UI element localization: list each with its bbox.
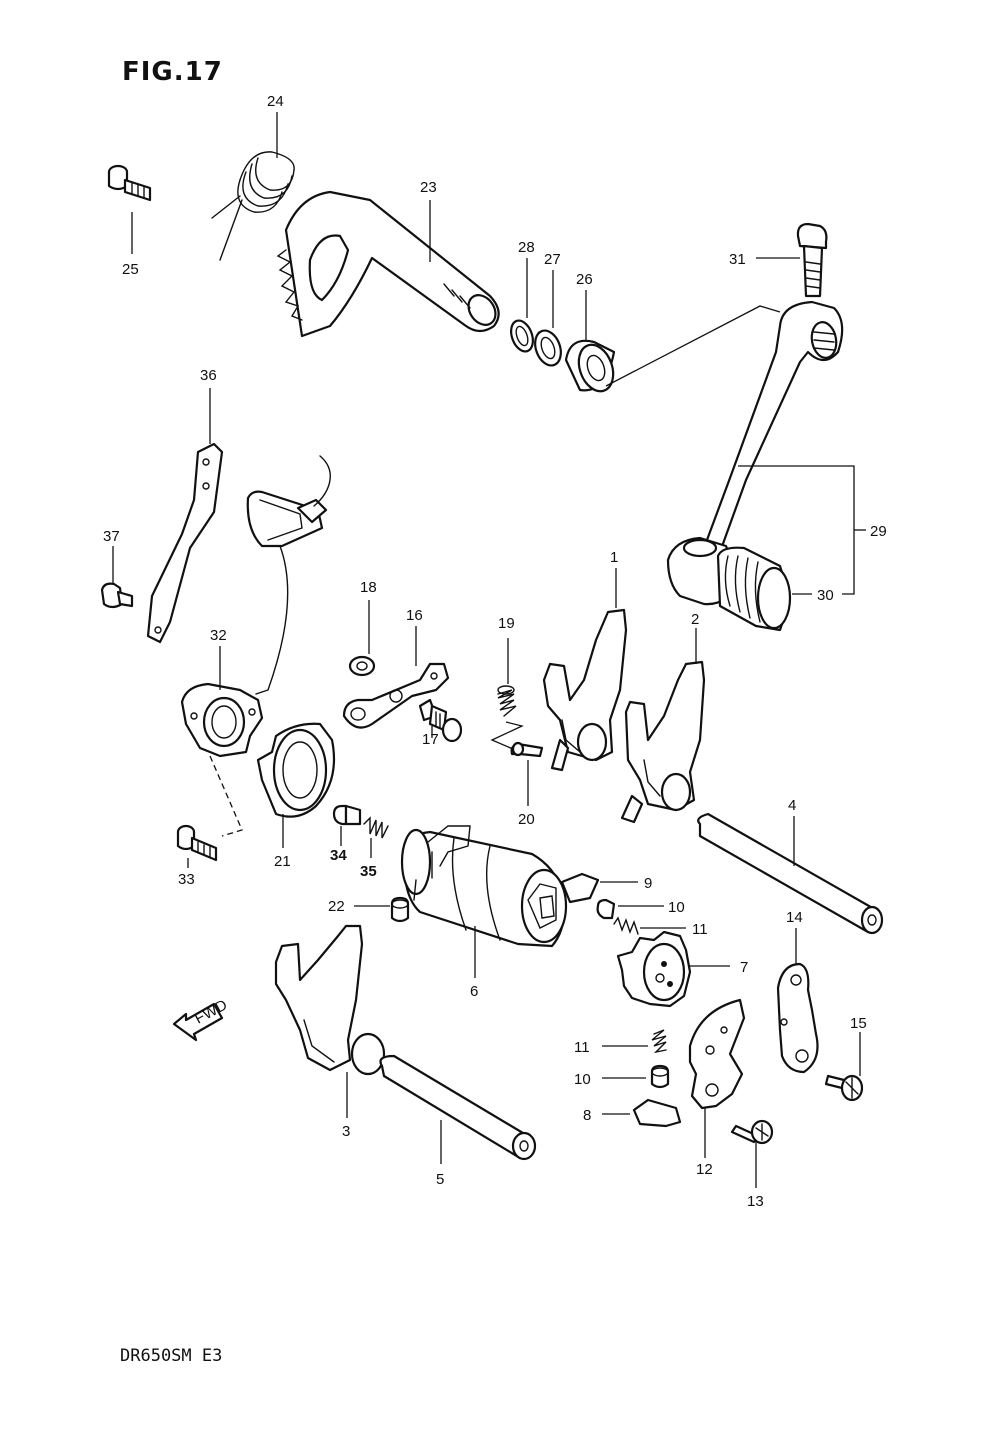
callout-37: 37 [103, 528, 120, 545]
callout-24: 24 [267, 93, 284, 110]
part-7-cam-gear [616, 930, 692, 1008]
shaft-alignment-line [605, 305, 781, 387]
part-2-shift-fork [620, 660, 706, 824]
callout-1: 1 [610, 549, 618, 566]
callout-11-upper: 11 [692, 921, 708, 938]
spring-pin-link [490, 721, 524, 753]
part-4-fork-shaft [697, 812, 884, 935]
part-9-cam-pawl [560, 872, 600, 904]
part-23-shift-shaft [276, 190, 500, 338]
part-34-pin [332, 804, 362, 826]
callout-29: 29 [870, 523, 887, 540]
callout-28: 28 [518, 239, 535, 256]
part-3-shift-fork [274, 924, 386, 1076]
part-28-circlip [510, 319, 534, 353]
part-21-cam-plate [256, 722, 336, 818]
callout-18: 18 [360, 579, 377, 596]
callout-5: 5 [436, 1171, 444, 1188]
callout-10-lower: 10 [574, 1071, 591, 1088]
part-14-cam-plate [776, 962, 819, 1074]
callout-2: 2 [691, 611, 699, 628]
callout-34: 34 [330, 847, 347, 864]
part-15-screw [824, 1074, 864, 1102]
part-17-bolt [418, 698, 463, 743]
callout-25: 25 [122, 261, 139, 278]
part-13-screw [730, 1119, 774, 1145]
part-12-cam-guide [688, 998, 746, 1110]
part-27-washer [534, 329, 562, 367]
callout-20: 20 [518, 811, 535, 828]
switch-alignment-line [209, 755, 243, 837]
part-35-spring [363, 816, 389, 839]
callout-31: 31 [729, 251, 746, 268]
part-25-bolt [107, 164, 152, 202]
part-36-bracket [146, 442, 224, 644]
part-8-pawl [632, 1098, 682, 1128]
part-22-dowel-pin [390, 896, 410, 923]
callout-10-upper: 10 [668, 899, 685, 916]
part-31-pinch-bolt [796, 222, 828, 298]
part-18-washer [348, 655, 376, 677]
callout-12: 12 [696, 1161, 713, 1178]
callout-33: 33 [178, 871, 195, 888]
front-arrow-icon: FWD [172, 996, 230, 1042]
part-5-fork-shaft [379, 1054, 537, 1161]
part-20-pin [510, 741, 544, 758]
callout-14: 14 [786, 909, 803, 926]
part-37-screw [100, 582, 134, 609]
callout-35: 35 [360, 863, 377, 880]
callout-32: 32 [210, 627, 227, 644]
sensor-cap [246, 455, 331, 695]
callout-30: 30 [817, 587, 834, 604]
callout-19: 19 [498, 615, 515, 632]
callout-22: 22 [328, 898, 345, 915]
callout-3: 3 [342, 1123, 350, 1140]
part-6-shift-cam [400, 825, 568, 948]
part-11-spring-lower [651, 1029, 667, 1054]
part-1-shift-fork [542, 608, 628, 772]
callout-26: 26 [576, 271, 593, 288]
callout-15: 15 [850, 1015, 867, 1032]
part-26-oil-seal [564, 339, 616, 393]
callout-4: 4 [788, 797, 796, 814]
callout-36: 36 [200, 367, 217, 384]
callout-23: 23 [420, 179, 437, 196]
callout-7: 7 [740, 959, 748, 976]
part-10-pin-upper [596, 898, 616, 920]
model-code: DR650SM E3 [120, 1346, 223, 1366]
part-32-gear-position-switch [180, 682, 264, 758]
callout-6: 6 [470, 983, 478, 1000]
figure-title: FIG.17 [122, 57, 223, 87]
part-30-lever-rubber [716, 546, 792, 632]
callout-27: 27 [544, 251, 561, 268]
part-11-spring-upper [613, 916, 639, 935]
callout-9: 9 [644, 875, 652, 892]
callout-17: 17 [422, 731, 439, 748]
part-10-pin-lower [650, 1064, 670, 1089]
callout-8: 8 [583, 1107, 591, 1124]
part-33-bolt [176, 824, 218, 862]
callout-13: 13 [747, 1193, 764, 1210]
callout-16: 16 [406, 607, 423, 624]
callout-11-lower: 11 [574, 1039, 590, 1056]
callout-21: 21 [274, 853, 291, 870]
part-24-spring [211, 151, 295, 261]
part-16-stopper-arm [342, 662, 450, 729]
part-19-spring [497, 685, 517, 717]
